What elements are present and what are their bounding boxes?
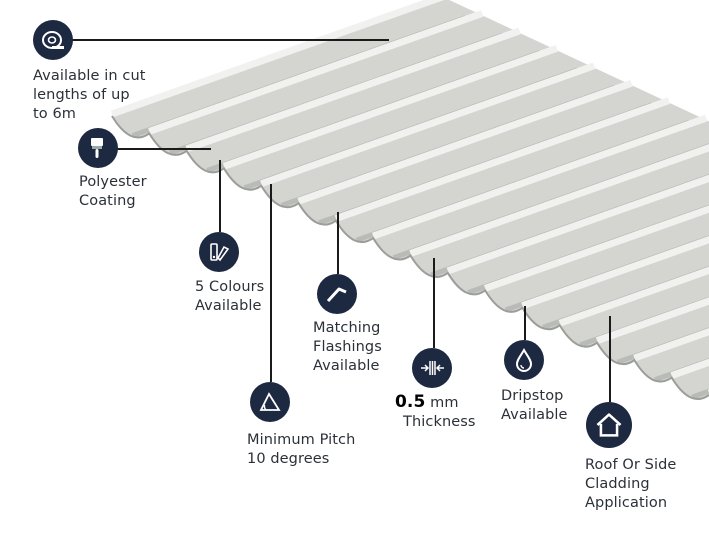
rib-highlight [558, 266, 709, 327]
thickness-label: 0.5 mm Thickness [395, 393, 476, 432]
rib-highlight [222, 45, 559, 170]
rib-highlight [595, 297, 709, 344]
leader-line-colours [219, 160, 221, 232]
leader-line-thickness [433, 258, 435, 348]
leader-line-dripstop [524, 306, 526, 340]
rib-highlight [633, 327, 709, 362]
thickness-line-2: Thickness [403, 414, 476, 430]
application-line-1: Roof Or Side [585, 457, 677, 473]
pitch-label: Minimum Pitch 10 degrees [247, 431, 355, 469]
leader-line-flashings [337, 212, 339, 274]
colours-line-1: 5 Colours [195, 279, 265, 295]
thickness-value: 0.5 [395, 392, 426, 412]
cut-lengths-line-1: Available in cut [33, 68, 146, 84]
flashing-icon [317, 274, 357, 314]
application-label: Roof Or Side Cladding Application [585, 456, 676, 513]
rib-highlight [446, 174, 709, 275]
thickness-value-line: 0.5 mm [395, 393, 476, 413]
pitch-line-2: 10 degrees [247, 451, 330, 467]
sheet-front-edge [111, 115, 709, 400]
angle-icon [250, 382, 290, 422]
water-drop-icon [504, 340, 544, 380]
rib-highlight [521, 235, 709, 310]
leader-line-pitch [270, 184, 272, 382]
coating-label: Polyester Coating [79, 173, 147, 211]
pitch-line-1: Minimum Pitch [247, 432, 356, 448]
colours-line-2: Available [195, 298, 262, 314]
cut-lengths-label: Available in cut lengths of up to 6m [33, 67, 146, 124]
cut-lengths-line-2: lengths of up [33, 87, 130, 103]
flashings-line-1: Matching [313, 320, 381, 336]
application-line-3: Application [585, 495, 668, 511]
rib-highlight [297, 79, 633, 205]
leader-line-cut-lengths [72, 39, 389, 41]
leader-line-application [609, 316, 611, 402]
cut-lengths-line-3: to 6m [33, 106, 77, 122]
colours-label: 5 Colours Available [195, 278, 264, 316]
coating-line-2: Coating [79, 193, 136, 209]
rib-highlight [334, 97, 671, 222]
colour-swatch-icon [199, 232, 239, 272]
application-line-2: Cladding [585, 476, 650, 492]
house-icon [586, 402, 632, 448]
coating-line-1: Polyester [79, 174, 147, 190]
flashings-line-2: Flashings [313, 339, 382, 355]
rib-highlight [110, 0, 445, 118]
paint-brush-icon [78, 128, 118, 168]
flashings-label: Matching Flashings Available [313, 319, 382, 376]
sheet-surface [112, 0, 709, 399]
leader-line-coating [117, 148, 211, 150]
rib-highlight [372, 114, 708, 240]
tape-measure-icon [33, 20, 73, 60]
thickness-unit: mm [430, 395, 459, 411]
rib-highlight [483, 205, 709, 292]
rib-highlight [409, 144, 709, 257]
rib-highlight [260, 62, 596, 188]
dripstop-line-2: Available [501, 407, 568, 423]
thickness-icon [412, 348, 452, 388]
rib-highlight [148, 10, 484, 135]
rib-highlight [185, 27, 521, 153]
dripstop-line-1: Dripstop [501, 388, 564, 404]
dripstop-label: Dripstop Available [501, 387, 568, 425]
flashings-line-3: Available [313, 358, 380, 374]
